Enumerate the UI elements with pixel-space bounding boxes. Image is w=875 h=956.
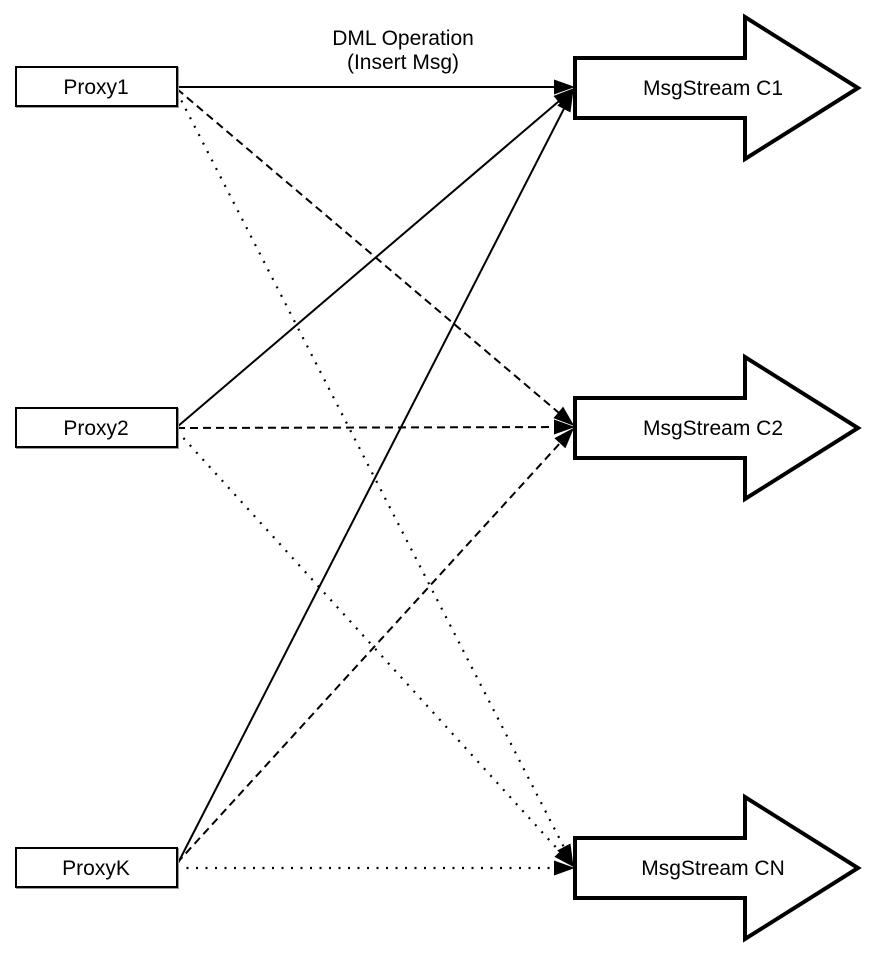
- edge-label-line1: DML Operation: [332, 27, 474, 50]
- proxy1-label: Proxy1: [63, 76, 128, 99]
- msgstream-cn-label: MsgStream CN: [641, 857, 785, 880]
- proxy2-node: Proxy2: [15, 407, 178, 448]
- msgstream-cn-arrow-shape: MsgStream CN: [573, 793, 862, 943]
- msgstream-c1-label: MsgStream C1: [643, 77, 783, 100]
- connector-proxy2-to-c1: [176, 88, 575, 428]
- connector-proxyk-to-c2: [176, 427, 575, 864]
- connectors: [176, 79, 575, 876]
- connector-proxy1-to-cn: [176, 91, 574, 866]
- connector-proxy2-to-c2: [176, 419, 575, 435]
- connector-proxyk-to-c1: [176, 90, 574, 866]
- proxy2-label: Proxy2: [63, 417, 128, 440]
- edge-label: DML Operation (Insert Msg): [332, 27, 474, 74]
- msgstream-c1-arrow-shape: MsgStream C1: [573, 13, 862, 163]
- msgstream-c2-label: MsgStream C2: [643, 417, 783, 440]
- proxyk-label: ProxyK: [62, 857, 130, 880]
- edge-label-line2: (Insert Msg): [347, 51, 459, 74]
- proxyk-node: ProxyK: [15, 847, 178, 888]
- connector-proxy1-to-c2: [176, 88, 575, 426]
- msgstream-c2-arrow-shape: MsgStream C2: [573, 353, 862, 503]
- proxy1-node: Proxy1: [15, 66, 178, 107]
